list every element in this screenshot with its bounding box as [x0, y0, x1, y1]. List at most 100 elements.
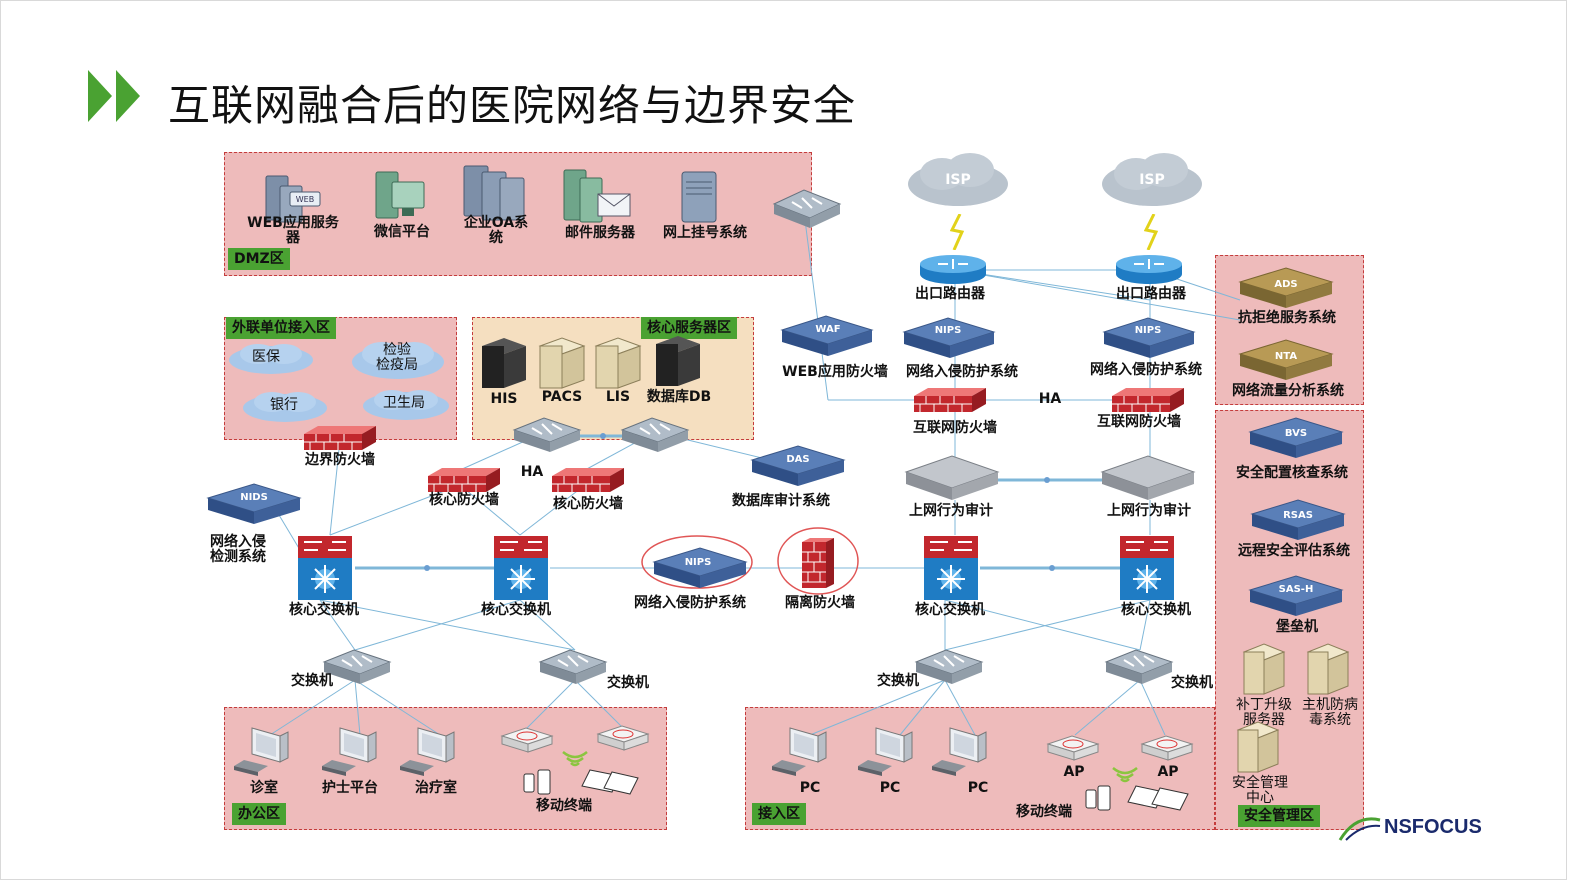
nips-left-icon: [902, 317, 996, 358]
waf-label: WEB应用防火墙: [782, 364, 888, 380]
waf-device-icon: [780, 315, 874, 356]
nids-device-tag: NIDS: [240, 492, 268, 503]
core-switch-3-label: 核心交换机: [915, 602, 985, 618]
ap-right-icon: [1140, 735, 1194, 761]
nta-device-icon: [1238, 339, 1334, 380]
office-zone-tag: 办公区: [232, 803, 286, 825]
registration-system-icon: [681, 171, 717, 223]
lightning-right-icon: [1144, 214, 1159, 250]
core-switch-4-label: 核心交换机: [1121, 602, 1191, 618]
slide-frame: [0, 0, 1567, 880]
pc-access-3-label: PC: [967, 780, 989, 796]
mail-server-icon: [563, 169, 631, 223]
border-firewall-label: 边界防火墙: [305, 452, 375, 468]
his-label: HIS: [490, 391, 518, 407]
pc-nurse-icon: [322, 727, 377, 776]
nta-device-tag: NTA: [1274, 351, 1298, 362]
das-device-tag: DAS: [786, 454, 810, 465]
jianyan-cloud-icon: [352, 342, 444, 379]
access-switch-2-label: 交换机: [607, 675, 649, 691]
his-server-icon: [482, 338, 526, 388]
isp-cloud-right-icon: [1102, 153, 1202, 206]
rsas-label: 远程安全评估系统: [1238, 543, 1350, 559]
office-wifi-icon: [562, 751, 588, 767]
core-server-switch-right-icon: [620, 417, 690, 452]
office-ap-left-icon: [500, 727, 554, 753]
access-switch-4-label: 交换机: [1171, 675, 1213, 691]
sas-device-icon: [1248, 575, 1344, 616]
lightning-left-icon: [950, 214, 965, 250]
internet-firewall-right-label: 互联网防火墙: [1097, 414, 1181, 430]
access-switch-2-icon: [538, 649, 608, 684]
core-switch-1-icon: [298, 536, 352, 600]
lis-label: LIS: [605, 389, 631, 405]
yibao-cloud-icon: [229, 344, 313, 374]
weisheng-label: 卫生局: [383, 395, 425, 411]
core-server-switch-left-icon: [512, 417, 582, 452]
nids-label: 网络入侵 检测系统: [210, 534, 266, 565]
internet-audit-left-label: 上网行为审计: [909, 503, 993, 519]
nurse-label: 护士平台: [322, 780, 378, 796]
access-switch-3-icon: [914, 649, 984, 684]
pc-access-3-icon: [932, 727, 987, 776]
internet-firewall-left-label: 互联网防火墙: [913, 420, 997, 436]
isp-left-label: ISP: [945, 172, 971, 188]
external-zone-tag: 外联单位接入区: [226, 317, 336, 339]
nips-middle-tag: NIPS: [684, 557, 712, 568]
internet-firewall-left-icon: [914, 388, 986, 412]
bvs-device-icon: [1248, 417, 1344, 458]
exit-router-right-label: 出口路由器: [1116, 286, 1186, 302]
nips-right-tag: NIPS: [1134, 325, 1162, 336]
wechat-platform-icon: [375, 171, 425, 219]
exit-router-left-icon: [920, 255, 986, 284]
sas-device-tag: SAS-H: [1278, 584, 1314, 595]
core-switch-2-icon: [494, 536, 548, 600]
ap-left-label: AP: [1063, 764, 1085, 780]
core-switch-2-label: 核心交换机: [481, 602, 551, 618]
access-switch-4-icon: [1104, 649, 1174, 684]
page-title: 互联网融合后的医院网络与边界安全: [168, 81, 857, 130]
nips-middle-label: 网络入侵防护系统: [634, 595, 746, 611]
border-firewall-icon: [304, 426, 376, 450]
internet-firewall-right-icon: [1112, 388, 1184, 412]
clinic-label: 诊室: [250, 780, 278, 796]
pc-access-2-label: PC: [879, 780, 901, 796]
pc-treatment-icon: [400, 727, 455, 776]
bastion-label: 堡垒机: [1276, 619, 1318, 635]
nips-left-tag: NIPS: [934, 325, 962, 336]
internet-audit-left-icon: [904, 455, 1000, 500]
core-switch-1-label: 核心交换机: [289, 602, 359, 618]
lis-server-icon: [594, 337, 642, 389]
ads-label: 抗拒绝服务系统: [1238, 310, 1336, 326]
office-ap-right-icon: [596, 725, 650, 751]
access-wifi-icon: [1112, 767, 1138, 783]
access-switch-1-icon: [322, 649, 392, 684]
core-firewall-right-icon: [552, 468, 624, 492]
isolation-firewall-label: 隔离防火墙: [785, 595, 855, 611]
pacs-server-icon: [538, 337, 586, 389]
access-mobile-devices-icon: [1085, 785, 1189, 811]
db-server-icon: [656, 336, 700, 386]
ap-left-icon: [1046, 735, 1100, 761]
web-server-icon: WEB: [265, 175, 321, 223]
core-switch-3-icon: [924, 536, 978, 600]
core-server-zone-tag: 核心服务器区: [641, 317, 737, 339]
exit-router-left-label: 出口路由器: [915, 286, 985, 302]
oa-system-label: 企业OA系 统: [463, 215, 529, 246]
nips-middle-highlight: [641, 535, 753, 589]
db-audit-label: 数据库审计系统: [732, 493, 830, 509]
nips-right-icon: [1102, 317, 1196, 358]
access-switch-1-label: 交换机: [291, 673, 333, 689]
nips-right-label: 网络入侵防护系统: [1090, 362, 1202, 378]
nsfocus-logo-icon: [1338, 817, 1381, 841]
antivirus-label: 主机防病 毒系统: [1302, 697, 1358, 728]
access-mobile-label: 移动终端: [1016, 804, 1072, 820]
wechat-platform-label: 微信平台: [374, 224, 430, 240]
exit-router-right-icon: [1116, 255, 1182, 284]
office-mobile-label: 移动终端: [536, 798, 592, 814]
antivirus-server-icon: [1306, 643, 1350, 695]
ads-device-icon: [1238, 267, 1334, 308]
ads-device-tag: ADS: [1274, 279, 1298, 290]
access-zone-tag: 接入区: [752, 803, 806, 825]
ha-core-label: HA: [520, 464, 544, 480]
